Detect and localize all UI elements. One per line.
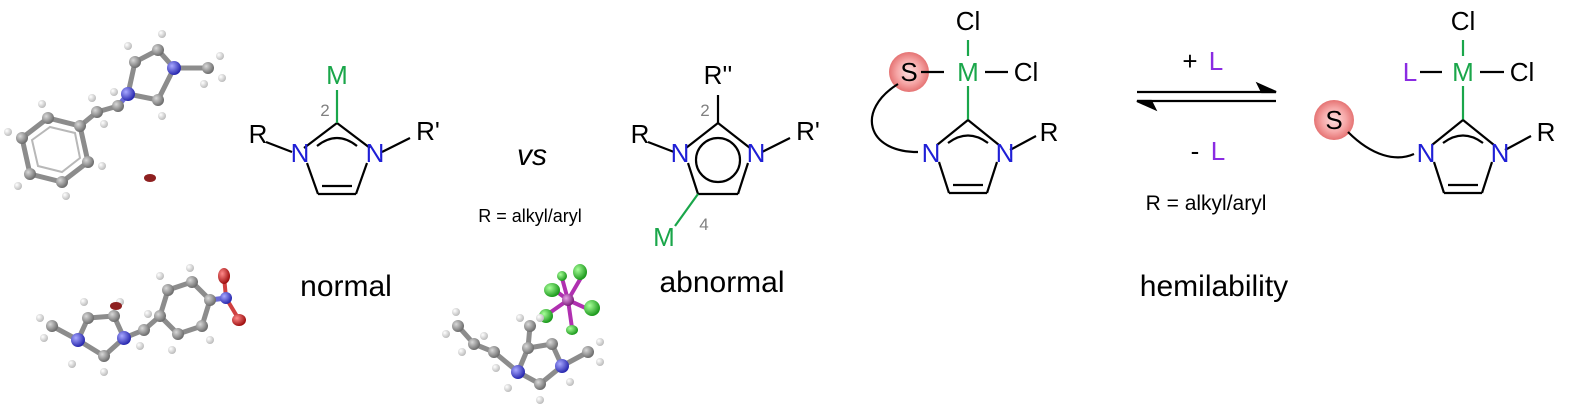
abnormal-nhc-structure bbox=[647, 95, 791, 227]
abnormal-locant-2: 2 bbox=[700, 101, 709, 120]
abnormal-metal-label: M bbox=[653, 222, 675, 252]
abnormal-r-left: R bbox=[631, 119, 650, 149]
sulfur-highlight-right bbox=[1314, 100, 1354, 140]
normal-r-right: R' bbox=[416, 116, 440, 146]
plus-sign: + bbox=[1182, 46, 1197, 76]
normal-metal-label: M bbox=[326, 60, 348, 90]
caption-normal: normal bbox=[300, 270, 392, 303]
hemi-right-n-right: N bbox=[1491, 138, 1510, 168]
hemi-right-sulfur: S bbox=[1325, 105, 1342, 135]
removed-ligand-label: L bbox=[1211, 136, 1225, 166]
hemi-left-cl-right: Cl bbox=[1014, 57, 1039, 87]
abnormal-top-substituent: R'' bbox=[704, 60, 733, 90]
hemi-left-r: R bbox=[1040, 117, 1059, 147]
crystal-structure-1 bbox=[4, 30, 226, 200]
crystal-structure-3 bbox=[442, 264, 604, 404]
normal-n-right: N bbox=[366, 138, 385, 168]
hemi-left-cl-top: Cl bbox=[956, 6, 981, 36]
sulfur-highlight-left bbox=[889, 52, 929, 92]
abnormal-n-left: N bbox=[671, 138, 690, 168]
hemi-right-metal: M bbox=[1452, 57, 1474, 87]
vs-label: vs bbox=[517, 139, 547, 172]
normal-n-left: N bbox=[291, 138, 310, 168]
minus-sign: - bbox=[1191, 136, 1200, 166]
r-definition-1: R = alkyl/aryl bbox=[478, 206, 582, 226]
caption-abnormal: abnormal bbox=[659, 266, 784, 299]
r-definition-2: R = alkyl/aryl bbox=[1146, 192, 1267, 215]
caption-hemilability: hemilability bbox=[1140, 270, 1288, 303]
normal-r-left: R bbox=[249, 119, 268, 149]
hemilabile-open-structure bbox=[1347, 40, 1532, 195]
equilibrium-arrows bbox=[1136, 81, 1277, 112]
hemilabile-chelate-structure bbox=[870, 40, 1037, 195]
hemi-left-n-right: N bbox=[996, 138, 1015, 168]
abnormal-n-right: N bbox=[747, 138, 766, 168]
hemi-left-metal: M bbox=[957, 57, 979, 87]
normal-locant-2: 2 bbox=[320, 101, 329, 120]
hemi-right-ligand: L bbox=[1403, 57, 1417, 87]
hemi-right-r: R bbox=[1537, 117, 1556, 147]
hemi-left-sulfur: S bbox=[900, 57, 917, 87]
abnormal-locant-4: 4 bbox=[699, 215, 708, 234]
hemi-left-n-left: N bbox=[922, 138, 941, 168]
hemi-right-cl-top: Cl bbox=[1451, 6, 1476, 36]
normal-nhc-structure bbox=[265, 90, 411, 196]
crystal-structure-2 bbox=[36, 264, 246, 376]
hemi-right-cl-right: Cl bbox=[1510, 57, 1535, 87]
hemi-right-n-left: N bbox=[1417, 138, 1436, 168]
added-ligand-label: L bbox=[1209, 46, 1223, 76]
abnormal-r-right: R' bbox=[796, 116, 820, 146]
